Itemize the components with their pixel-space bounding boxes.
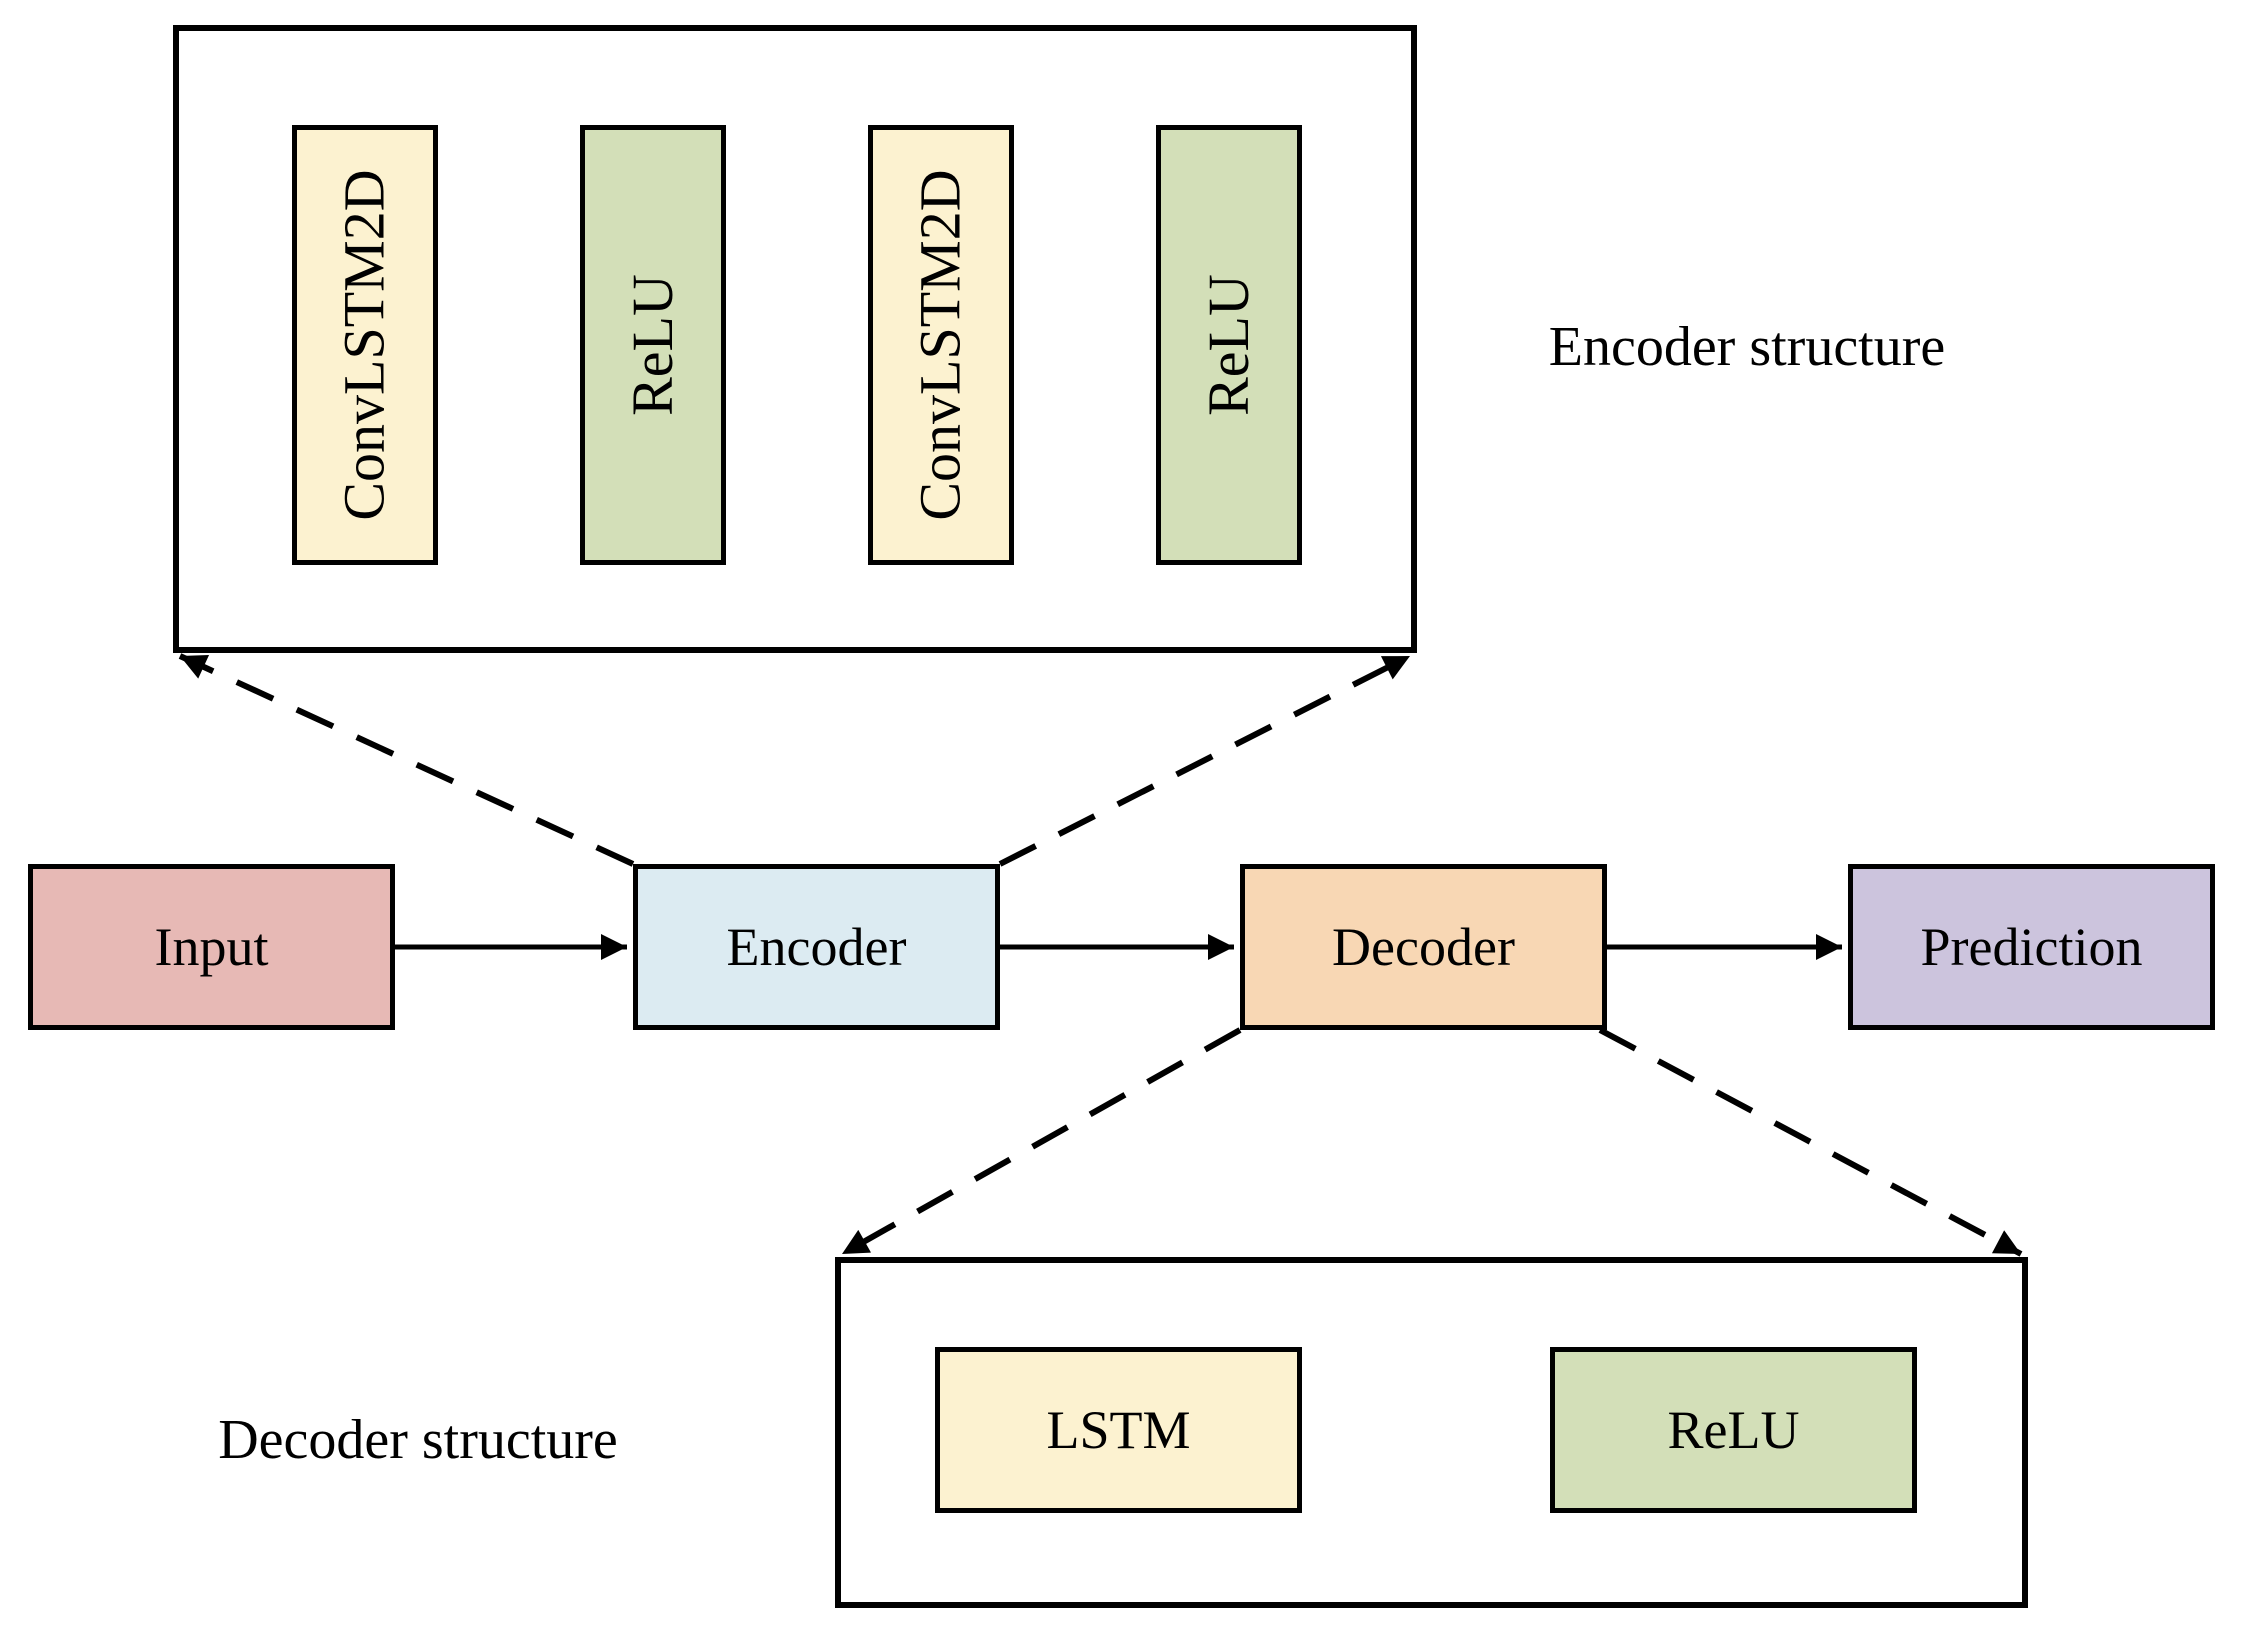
encoder-layer-relu-2: ReLU	[1156, 125, 1302, 565]
input-label: Input	[154, 917, 269, 977]
dashed-encoder-expand-right	[998, 653, 1412, 867]
input-box: Input	[28, 864, 395, 1030]
encoder-layer-convlstm2d-1: ConvLSTM2D	[292, 125, 438, 565]
decoder-structure-title: Decoder structure	[218, 1409, 618, 1471]
decoder-box: Decoder	[1240, 864, 1607, 1030]
prediction-box: Prediction	[1848, 864, 2215, 1030]
encoder-layer-convlstm2d-2: ConvLSTM2D	[868, 125, 1014, 565]
decoder-layer-label: ReLU	[1667, 1400, 1800, 1460]
decoder-layer-lstm: LSTM	[935, 1347, 1302, 1513]
encoder-layer-label: ConvLSTM2D	[908, 169, 974, 521]
dashed-decoder-expand-left	[840, 1027, 1242, 1257]
prediction-label: Prediction	[1920, 917, 2143, 977]
decoder-layer-relu: ReLU	[1550, 1347, 1917, 1513]
decoder-layer-label: LSTM	[1046, 1400, 1191, 1460]
encoder-layer-label: ConvLSTM2D	[332, 169, 398, 521]
encoder-structure-title: Encoder structure	[1548, 316, 1946, 378]
encoder-layer-label: ReLU	[1196, 274, 1261, 416]
encoder-box: Encoder	[633, 864, 1000, 1030]
dashed-encoder-expand-left	[178, 653, 635, 867]
encoder-label: Encoder	[726, 917, 907, 977]
decoder-label: Decoder	[1332, 917, 1515, 977]
encoder-layer-relu-1: ReLU	[580, 125, 726, 565]
dashed-decoder-expand-right	[1598, 1027, 2023, 1257]
encoder-layer-label: ReLU	[620, 274, 685, 416]
